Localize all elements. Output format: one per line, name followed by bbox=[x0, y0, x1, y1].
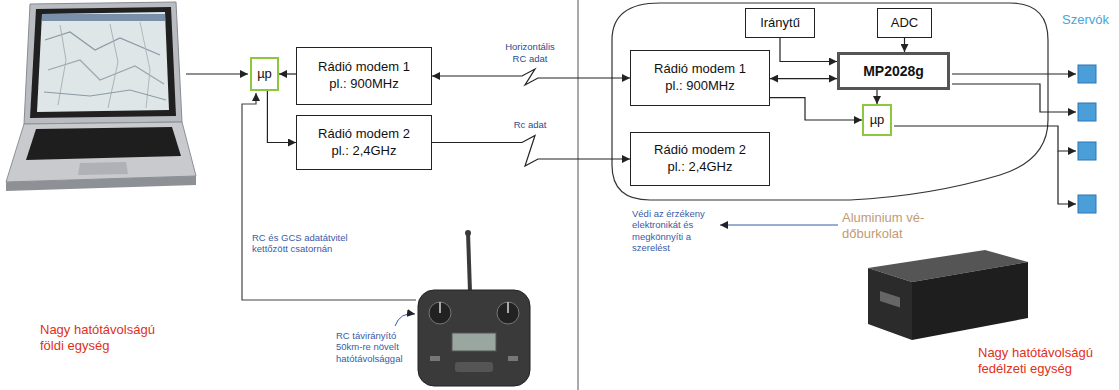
node-text: Rádió modem 2 bbox=[654, 142, 746, 159]
node-text: pl.: 900MHz bbox=[665, 78, 734, 95]
node-text: pl.: 2,4GHz bbox=[331, 143, 396, 160]
enclosure-outline bbox=[612, 3, 1048, 200]
leader-arrow bbox=[720, 225, 838, 226]
laptop-illustration bbox=[44, 90, 166, 100]
node-text: Rádió modem 2 bbox=[318, 126, 410, 143]
part-label: Aluminium vé- dőburkolat bbox=[842, 210, 947, 241]
rc-transmitter-illustration bbox=[439, 302, 441, 313]
servo-wire bbox=[894, 126, 1076, 151]
connector-label: Horizontális RC adat bbox=[500, 41, 560, 64]
laptop-illustration bbox=[6, 2, 196, 191]
connector bbox=[904, 38, 905, 52]
connector bbox=[267, 91, 296, 143]
node-text: Iránytű bbox=[760, 15, 800, 32]
connector bbox=[876, 90, 877, 104]
node-text: pl.: 900MHz bbox=[329, 76, 398, 93]
note-text: RC távirányító 50km-re növelt hatótávols… bbox=[336, 330, 412, 364]
enclosure-illustration bbox=[868, 250, 1028, 340]
leader-arrow bbox=[720, 225, 838, 226]
rc-transmitter-illustration bbox=[507, 302, 509, 313]
rc-transmitter-illustration bbox=[418, 290, 530, 386]
sensor-box: ADC bbox=[877, 8, 932, 38]
sensor-box: Iránytű bbox=[745, 8, 815, 38]
radio-modem-box: Rádió modem 2pl.: 2,4GHz bbox=[630, 132, 770, 186]
connector bbox=[432, 136, 630, 167]
laptop-illustration bbox=[6, 122, 196, 182]
connector bbox=[780, 38, 837, 62]
laptop-illustration bbox=[24, 2, 182, 124]
rc-transmitter-illustration bbox=[465, 230, 471, 236]
group-label: Szervók bbox=[1062, 12, 1117, 28]
connector bbox=[432, 69, 630, 85]
connector bbox=[279, 73, 296, 74]
servo-symbol bbox=[1078, 65, 1096, 83]
servo-symbol bbox=[1078, 142, 1096, 160]
divider-line bbox=[578, 0, 579, 390]
callout-arrow bbox=[395, 314, 415, 326]
servo-symbol bbox=[1078, 103, 1096, 121]
unit-title: Nagy hatótávolságú földi egység bbox=[40, 322, 175, 353]
autopilot-box: MP2028g bbox=[837, 52, 950, 90]
rc-transmitter-illustration bbox=[418, 230, 530, 386]
note-text: Védi az érzékeny elektronikát és megkönn… bbox=[632, 208, 714, 254]
servo-wire bbox=[952, 84, 1076, 112]
data-wire bbox=[186, 74, 248, 75]
servo-wire bbox=[1058, 151, 1076, 204]
node-text: MP2028g bbox=[863, 62, 924, 80]
enclosure-illustration bbox=[880, 291, 900, 307]
radio-modem-box: Rádió modem 1pl.: 900MHz bbox=[630, 50, 770, 106]
connector-label: Rc adat bbox=[500, 119, 560, 130]
divider-line bbox=[578, 0, 579, 390]
data-wire bbox=[186, 73, 248, 74]
connector bbox=[770, 98, 862, 120]
laptop-illustration bbox=[108, 24, 118, 108]
rc-transmitter-illustration bbox=[455, 362, 493, 372]
enclosure-illustration bbox=[912, 262, 1028, 340]
servo-symbol bbox=[1078, 195, 1096, 213]
unit-title: Nagy hatótávolságú fedélzeti egység bbox=[978, 345, 1113, 376]
laptop-illustration bbox=[37, 12, 169, 112]
laptop-illustration bbox=[42, 14, 165, 21]
laptop-illustration bbox=[26, 127, 181, 160]
node-text: µp bbox=[870, 112, 885, 129]
node-text: Rádió modem 1 bbox=[654, 61, 746, 78]
node-text: pl.: 2,4GHz bbox=[667, 159, 732, 176]
connector bbox=[770, 78, 837, 79]
rc-transmitter-illustration bbox=[452, 333, 496, 351]
callout-arrow bbox=[395, 314, 415, 326]
node-text: µp bbox=[257, 66, 272, 83]
microprocessor-box: µp bbox=[862, 104, 892, 136]
servo-wire bbox=[894, 74, 1076, 204]
rc-transmitter-illustration bbox=[497, 302, 519, 324]
laptop-illustration bbox=[78, 162, 128, 175]
node-text: ADC bbox=[891, 15, 918, 32]
note-text: RC és GCS adatátvitel kettőzött csatorná… bbox=[252, 232, 364, 255]
laptop-illustration bbox=[6, 176, 196, 191]
radio-modem-box: Rádió modem 2pl.: 2,4GHz bbox=[296, 115, 432, 170]
servo-wire bbox=[952, 73, 1076, 74]
rc-transmitter-illustration bbox=[429, 302, 451, 324]
servo-symbol bbox=[1078, 65, 1096, 213]
rc-transmitter-illustration bbox=[430, 356, 440, 361]
rc-transmitter-illustration bbox=[508, 356, 518, 361]
radio-modem-box: Rádió modem 1pl.: 900MHz bbox=[296, 47, 432, 105]
microprocessor-box: µp bbox=[250, 57, 279, 91]
enclosure-illustration bbox=[868, 268, 912, 340]
laptop-illustration bbox=[30, 7, 176, 118]
node-text: Rádió modem 1 bbox=[318, 59, 410, 76]
rc-transmitter-illustration bbox=[468, 232, 470, 292]
enclosure-outline bbox=[612, 3, 1048, 200]
